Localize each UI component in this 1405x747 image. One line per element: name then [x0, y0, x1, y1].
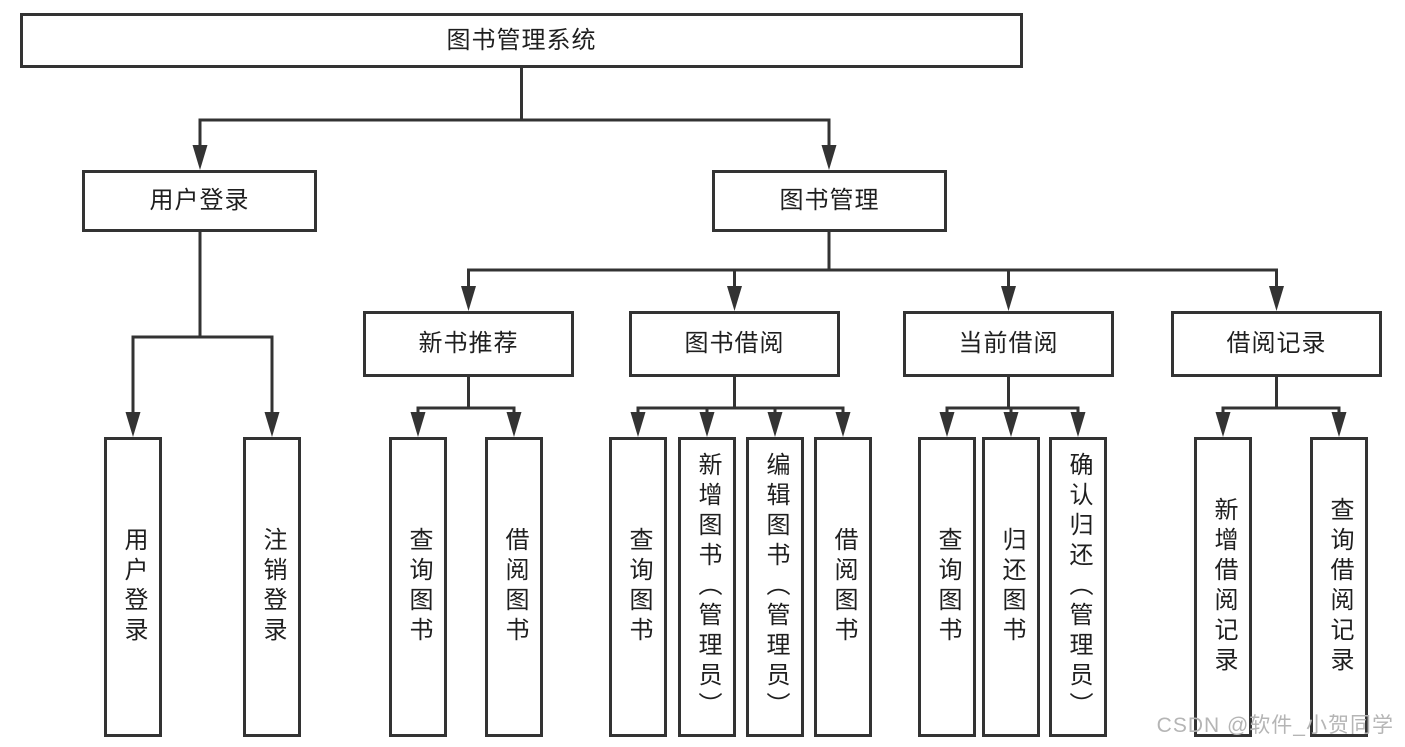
node-cb-confirm-return-admin: 确认归还（管理员） — [1049, 437, 1107, 737]
node-label: 当前借阅 — [958, 330, 1059, 357]
node-label: 图书管理 — [779, 187, 880, 214]
arrow-down-icon — [630, 412, 646, 437]
node-label: 借阅图书 — [830, 527, 857, 647]
arrow-down-icon — [1269, 286, 1284, 311]
watermark: CSDN @软件_小贺同学 — [1156, 714, 1394, 737]
node-label: 查询图书 — [405, 527, 432, 647]
arrow-down-icon — [821, 145, 837, 170]
node-label: 新书推荐 — [418, 330, 519, 357]
node-label: 用户登录 — [149, 187, 250, 214]
node-book-management: 图书管理 — [712, 170, 947, 232]
arrow-down-icon — [835, 412, 851, 437]
node-user-login: 用户登录 — [82, 170, 317, 232]
node-label: 图书管理系统 — [446, 26, 597, 54]
arrow-down-icon — [125, 412, 141, 437]
node-bb-add-books-admin: 新增图书（管理员） — [678, 437, 736, 737]
arrow-down-icon — [461, 286, 476, 311]
arrowhead-icons — [125, 145, 1347, 437]
arrow-down-icon — [264, 412, 280, 437]
node-cb-return-books: 归还图书 — [982, 437, 1040, 737]
node-nb-query-books: 查询图书 — [389, 437, 447, 737]
node-br-query-record: 查询借阅记录 — [1310, 437, 1368, 737]
arrow-down-icon — [939, 412, 955, 437]
node-label: 确认归还（管理员） — [1065, 452, 1092, 722]
node-label: 用户登录 — [120, 527, 147, 647]
arrow-down-icon — [1070, 412, 1086, 437]
node-label: 借阅记录 — [1226, 330, 1327, 357]
node-label: 注销登录 — [259, 527, 286, 647]
node-new-book-recommendation: 新书推荐 — [363, 311, 574, 377]
node-label: 新增借阅记录 — [1210, 497, 1237, 677]
node-label: 查询图书 — [934, 527, 961, 647]
arrow-down-icon — [1003, 412, 1019, 437]
connector-lines — [131, 68, 1341, 414]
arrow-down-icon — [506, 412, 522, 437]
arrow-down-icon — [192, 145, 208, 170]
node-label: 查询图书 — [625, 527, 652, 647]
node-library-management-system: 图书管理系统 — [20, 13, 1023, 68]
node-leaf-logout: 注销登录 — [243, 437, 301, 737]
node-label: 归还图书 — [998, 527, 1025, 647]
node-label: 借阅图书 — [501, 527, 528, 647]
node-bb-borrow-books: 借阅图书 — [814, 437, 872, 737]
node-borrowing-records: 借阅记录 — [1171, 311, 1382, 377]
node-current-borrowing: 当前借阅 — [903, 311, 1114, 377]
arrow-down-icon — [1331, 412, 1347, 437]
node-bb-edit-books-admin: 编辑图书（管理员） — [746, 437, 804, 737]
arrow-down-icon — [1215, 412, 1231, 437]
node-nb-borrow-books: 借阅图书 — [485, 437, 543, 737]
node-br-add-record: 新增借阅记录 — [1194, 437, 1252, 737]
node-label: 编辑图书（管理员） — [762, 452, 789, 722]
arrow-down-icon — [767, 412, 783, 437]
node-label: 新增图书（管理员） — [694, 452, 721, 722]
node-bb-query-books: 查询图书 — [609, 437, 667, 737]
arrow-down-icon — [1001, 286, 1016, 311]
node-label: 查询借阅记录 — [1326, 497, 1353, 677]
node-label: 图书借阅 — [684, 330, 785, 357]
arrow-down-icon — [727, 286, 742, 311]
node-book-borrowing: 图书借阅 — [629, 311, 840, 377]
node-leaf-user-login: 用户登录 — [104, 437, 162, 737]
arrow-down-icon — [699, 412, 715, 437]
arrow-down-icon — [410, 412, 426, 437]
node-cb-query-books: 查询图书 — [918, 437, 976, 737]
